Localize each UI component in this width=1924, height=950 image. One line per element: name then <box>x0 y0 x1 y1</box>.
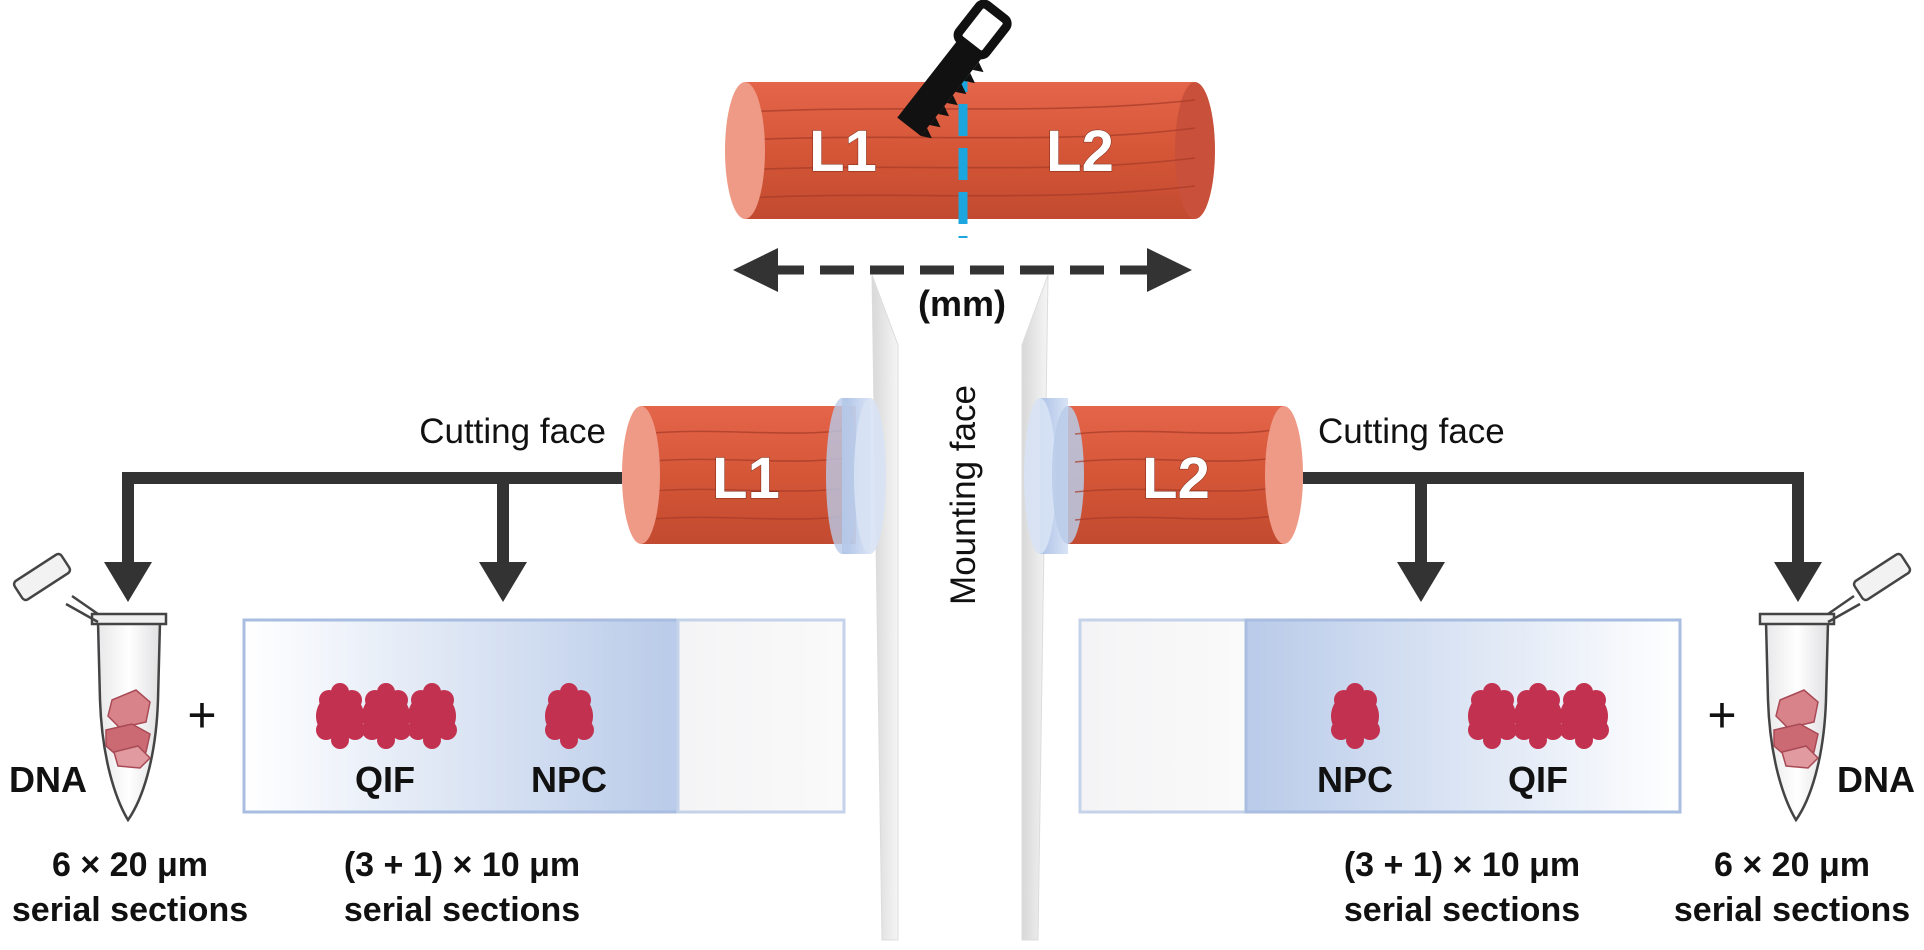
right-block-label: L2 <box>1142 446 1210 511</box>
left-npc-section <box>545 683 594 749</box>
left-tube-icon <box>12 552 168 823</box>
left-plus-sign: + <box>187 687 216 743</box>
left-qif-sections <box>316 683 457 749</box>
right-tube-sections-line2: serial sections <box>1674 891 1910 929</box>
mounting-face-label: Mounting face <box>944 385 983 605</box>
right-npc-label: NPC <box>1317 759 1393 800</box>
left-tube-sections-line2: serial sections <box>12 891 248 929</box>
right-tube-label: DNA <box>1837 759 1915 800</box>
right-slide-sections-line2: serial sections <box>1344 891 1580 929</box>
left-muscle-block: L1 <box>622 406 857 544</box>
right-tube-icon <box>1758 552 1912 823</box>
blade-right <box>1021 274 1049 941</box>
length-label: (mm) <box>918 283 1006 324</box>
left-qif-label: QIF <box>355 759 415 800</box>
right-distribution-arrows <box>1303 472 1804 570</box>
top-label-l2: L2 <box>1046 119 1114 184</box>
top-label-l1: L1 <box>809 119 877 184</box>
left-arrowhead-tube <box>104 562 152 602</box>
right-slide <box>1078 618 1682 814</box>
right-arrowhead-slide <box>1397 562 1445 602</box>
left-slide-sections-line1: (3 + 1) × 10 μm <box>344 846 580 884</box>
right-plus-sign: + <box>1707 687 1736 743</box>
right-qif-sections <box>1468 683 1609 749</box>
right-arrowhead-tube <box>1774 562 1822 602</box>
right-tube-tissue <box>1773 689 1820 769</box>
saw-icon <box>897 0 1012 139</box>
right-cutting-face-label: Cutting face <box>1318 412 1505 451</box>
left-tube-label: DNA <box>9 759 87 800</box>
blade-left <box>871 274 899 941</box>
left-mounting-ring <box>826 398 886 554</box>
left-arrowhead-slide <box>479 562 527 602</box>
left-tube-tissue <box>105 689 152 769</box>
left-block-label: L1 <box>712 446 780 511</box>
left-cutting-face-label: Cutting face <box>419 412 606 451</box>
right-qif-label: QIF <box>1508 759 1568 800</box>
length-arrow <box>733 248 1192 292</box>
left-tube-sections-line1: 6 × 20 μm <box>52 846 208 884</box>
right-tube-sections-line1: 6 × 20 μm <box>1714 846 1870 884</box>
left-distribution-arrows <box>122 472 622 570</box>
right-slide-sections-line1: (3 + 1) × 10 μm <box>1344 846 1580 884</box>
left-npc-label: NPC <box>531 759 607 800</box>
right-npc-section <box>1331 683 1380 749</box>
right-muscle-block: L2 <box>1052 406 1303 544</box>
left-slide-sections-line2: serial sections <box>344 891 580 929</box>
top-muscle-specimen: L1 L2 <box>725 82 1215 219</box>
